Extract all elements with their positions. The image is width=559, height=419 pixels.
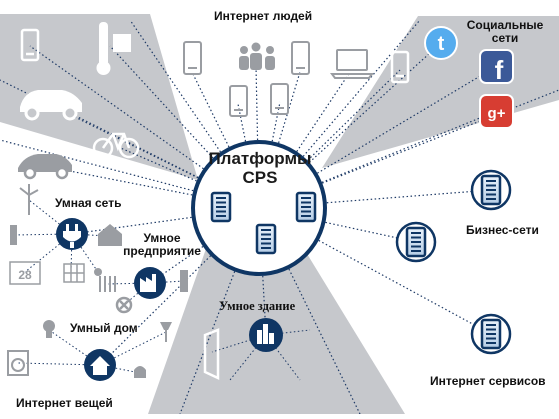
cps-platform-circle	[191, 140, 327, 276]
door-icon	[203, 328, 220, 380]
label-social-line1: Социальные	[466, 18, 544, 32]
googleplus-icon: g+	[479, 94, 514, 129]
connector-line	[71, 207, 260, 235]
connector-line	[258, 110, 498, 209]
label-enterprise-line1: Умное	[143, 231, 181, 245]
cps-title-line2: CPS	[242, 168, 278, 187]
facebook-icon: f	[479, 49, 514, 85]
house-icon	[98, 224, 122, 246]
label-internet-services: Интернет сервисов	[430, 374, 546, 388]
people-icon	[239, 42, 275, 70]
phone-icon	[270, 83, 289, 115]
laptop-icon	[330, 49, 374, 79]
factory-icon	[134, 267, 166, 299]
phone-icon	[183, 41, 202, 75]
tools-icon	[115, 296, 133, 314]
connector-line	[265, 329, 311, 336]
server-icon	[470, 313, 512, 355]
facebook-glyph: f	[495, 55, 504, 85]
meter-digits: 28	[18, 268, 32, 282]
meter-icon: 28	[9, 261, 41, 285]
label-enterprise-line2: предприятие	[123, 244, 201, 258]
server-icon	[470, 169, 512, 211]
lamp-icon	[160, 322, 172, 342]
electric-car-icon	[18, 154, 72, 180]
connector-line	[107, 282, 151, 285]
phone-icon	[20, 28, 40, 62]
cps-platform-title: Платформы CPS	[200, 149, 320, 187]
building-icon	[249, 318, 283, 352]
label-smart-enterprise: Умное предприятие	[122, 232, 202, 258]
cps-title-line1: Платформы	[208, 149, 312, 168]
connector-line	[258, 189, 492, 209]
connector-line	[258, 207, 417, 243]
label-smart-grid: Умная сеть	[55, 196, 122, 210]
plug-icon	[56, 218, 88, 250]
wind-turbine-icon	[19, 184, 39, 215]
server-icon	[255, 223, 277, 255]
valve-icon	[180, 270, 188, 292]
radiator-icon	[99, 276, 116, 292]
battery-icon	[10, 225, 17, 245]
connector-line	[12, 233, 73, 236]
lightbulb-icon	[43, 320, 55, 338]
connector-line	[258, 71, 351, 209]
solar-panel-icon	[63, 263, 85, 283]
washing-machine-icon	[7, 350, 29, 376]
label-smart-home: Умный дом	[70, 321, 138, 335]
connector-line	[51, 103, 260, 209]
server-icon	[210, 191, 232, 223]
connector-line	[149, 280, 185, 284]
sun-icon	[94, 268, 102, 276]
connector-line	[29, 45, 260, 209]
connector-line	[99, 364, 141, 374]
thermometer-icon	[96, 22, 131, 75]
phone-icon	[229, 85, 248, 117]
googleplus-glyph: g+	[488, 105, 506, 122]
alarm-icon	[134, 366, 146, 378]
twitter-icon: t	[424, 26, 458, 60]
fan-left	[0, 14, 198, 180]
phone-icon	[291, 41, 310, 75]
bicycle-icon	[92, 132, 140, 159]
servers-layer	[210, 169, 512, 355]
label-internet-people: Интернет людей	[214, 9, 313, 23]
server-icon	[295, 191, 317, 223]
server-icon	[395, 221, 437, 263]
label-internet-things: Интернет вещей	[16, 396, 113, 410]
label-social-line2: сети	[491, 31, 519, 45]
phone-icon	[390, 50, 410, 84]
label-smart-building: Умное здание	[219, 299, 296, 313]
electric-car-icon	[20, 90, 82, 121]
connector-line	[17, 362, 101, 366]
fan-bottom	[148, 226, 405, 414]
home-icon	[84, 349, 116, 381]
connector-line	[229, 334, 267, 381]
twitter-glyph: t	[438, 33, 445, 55]
label-business-networks: Бизнес-сети	[466, 223, 539, 237]
label-social-networks: Социальные сети	[460, 19, 550, 45]
